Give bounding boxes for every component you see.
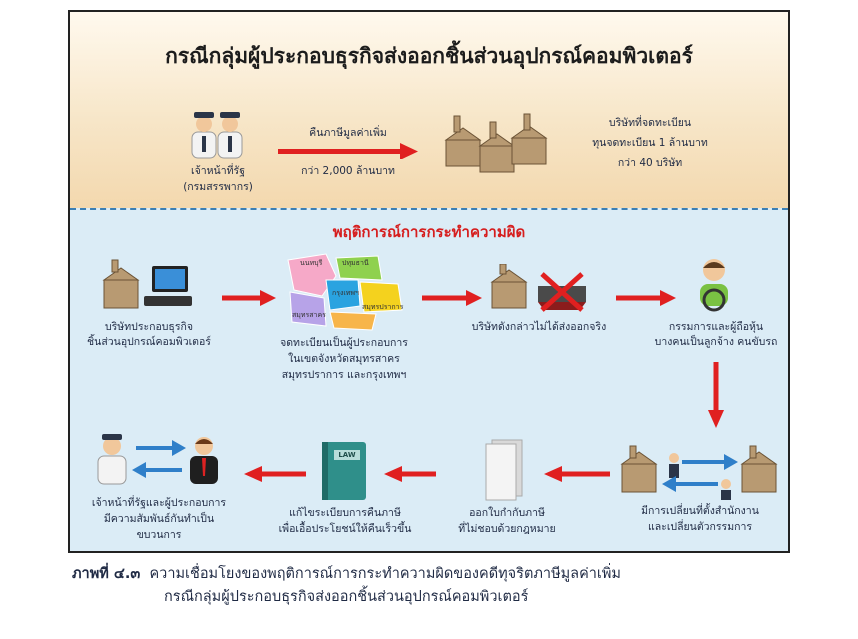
map-label-nonthaburi: นนทบุรี [300,259,323,267]
arrow-5-6 [544,466,610,482]
refund-arrow [278,143,418,159]
step5-line1: มีการเปลี่ยนที่ตั้งสำนักงาน [641,505,759,517]
law-label: LAW [338,451,356,459]
factories-icon [444,113,548,173]
figure-caption: ภาพที่ ๔.๓ ความเชื่อมโยงของพฤติการณ์การก… [72,563,852,609]
arrow-4-5 [708,362,724,428]
refund-label: คืนภาษีมูลค่าเพิ่ม [309,127,387,139]
step2-line2: ในเขตจังหวัดสมุทรสาคร [288,353,400,365]
step2-line1: จดทะเบียนเป็นผู้ประกอบการ [280,337,408,349]
section-divider [70,208,788,210]
company-computer-icon [102,259,192,309]
map-label-pathumthani: ปทุมธานี [342,259,369,267]
arrow-3-4 [616,290,676,306]
arrow-2-3 [422,290,482,306]
step2-line3: สมุทรปราการ และกรุงเทพฯ [281,369,407,381]
offense-subtitle: พฤติการณ์การกระทำความผิด [332,223,526,241]
caption-line-1: ความเชื่อมโยงของพฤติการณ์การกระทำความผิด… [149,566,621,582]
official-label: เจ้าหน้าที่รัฐ [191,165,245,177]
top-panel [70,12,788,208]
step3-line1: บริษัทดังกล่าวไม่ได้ส่งออกจริง [471,321,607,333]
step7-line2: เพื่อเอื้อประโยชน์ให้คืนเร็วขึ้น [278,523,412,535]
driver-icon [700,259,728,312]
step5-line2: และเปลี่ยนตัวกรรมการ [647,521,753,533]
tax-officials-icon [191,112,243,159]
step8-line3: ขบวนการ [136,529,182,541]
step1-line2: ชิ้นส่วนอุปกรณ์คอมพิวเตอร์ [87,336,211,348]
arrow-7-8 [244,466,306,482]
step7-line1: แก้ไขระเบียบการคืนภาษี [289,507,401,519]
step6-line1: ออกใบกำกับภาษี [469,507,545,519]
step4-line2: บางคนเป็นลูกจ้าง คนขับรถ [654,336,778,348]
no-export-icon [490,264,586,312]
company-line-2: ทุนจดทะเบียน 1 ล้านบาท [592,137,708,149]
law-book-icon [322,442,366,500]
step8-line2: มีความสัมพันธ์กันทำเป็น [103,513,215,525]
step8-line1: เจ้าหน้าที่รัฐและผู้ประกอบการ [91,497,227,509]
company-line-1: บริษัทที่จดทะเบียน [608,117,692,129]
arrow-1-2 [222,290,276,306]
diagram-title: กรณีกลุ่มผู้ประกอบธุรกิจส่งออกชิ้นส่วนอุ… [165,43,693,68]
official-businessman-icon [97,434,218,485]
arrow-6-7 [384,466,436,482]
step4-line1: กรรมการและผู้ถือหุ้น [668,321,764,333]
map-label-samutsakhon: สมุทรสาคร [292,311,326,319]
bottom-panel [70,208,788,551]
map-label-samutprakan: สมุทรปราการ [362,303,404,311]
step1-line1: บริษัทประกอบธุรกิจ [105,321,193,333]
official-sub-label: (กรมสรรพากร) [183,181,253,193]
map-label-bangkok: กรุงเทพฯ [332,289,359,297]
office-change-icon [620,445,778,500]
diagram-frame: กรณีกลุ่มผู้ประกอบธุรกิจส่งออกชิ้นส่วนอุ… [68,10,790,553]
caption-line-2: กรณีกลุ่มผู้ประกอบธุรกิจส่งออกชิ้นส่วนอุ… [164,589,529,605]
figure-number: ภาพที่ ๔.๓ [72,566,141,582]
step6-line2: ที่ไม่ชอบด้วยกฎหมาย [458,523,556,535]
refund-amount-label: กว่า 2,000 ล้านบาท [301,165,395,177]
invoice-icon [485,439,523,501]
company-line-3: กว่า 40 บริษัท [617,157,683,169]
province-map-icon [287,253,403,331]
